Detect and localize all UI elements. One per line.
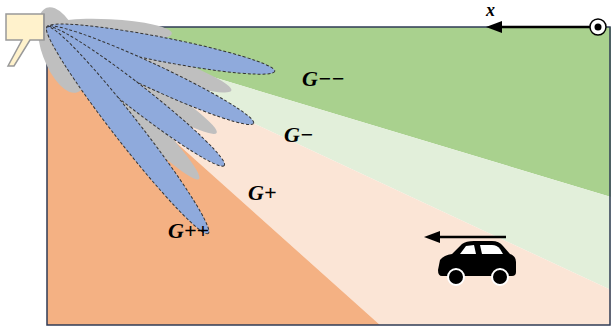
axis-label: x (486, 0, 495, 21)
region-label: G++ (168, 218, 209, 243)
region-label: G−− (302, 66, 345, 91)
region-label: G+ (248, 180, 276, 205)
region-label: G− (284, 122, 313, 147)
